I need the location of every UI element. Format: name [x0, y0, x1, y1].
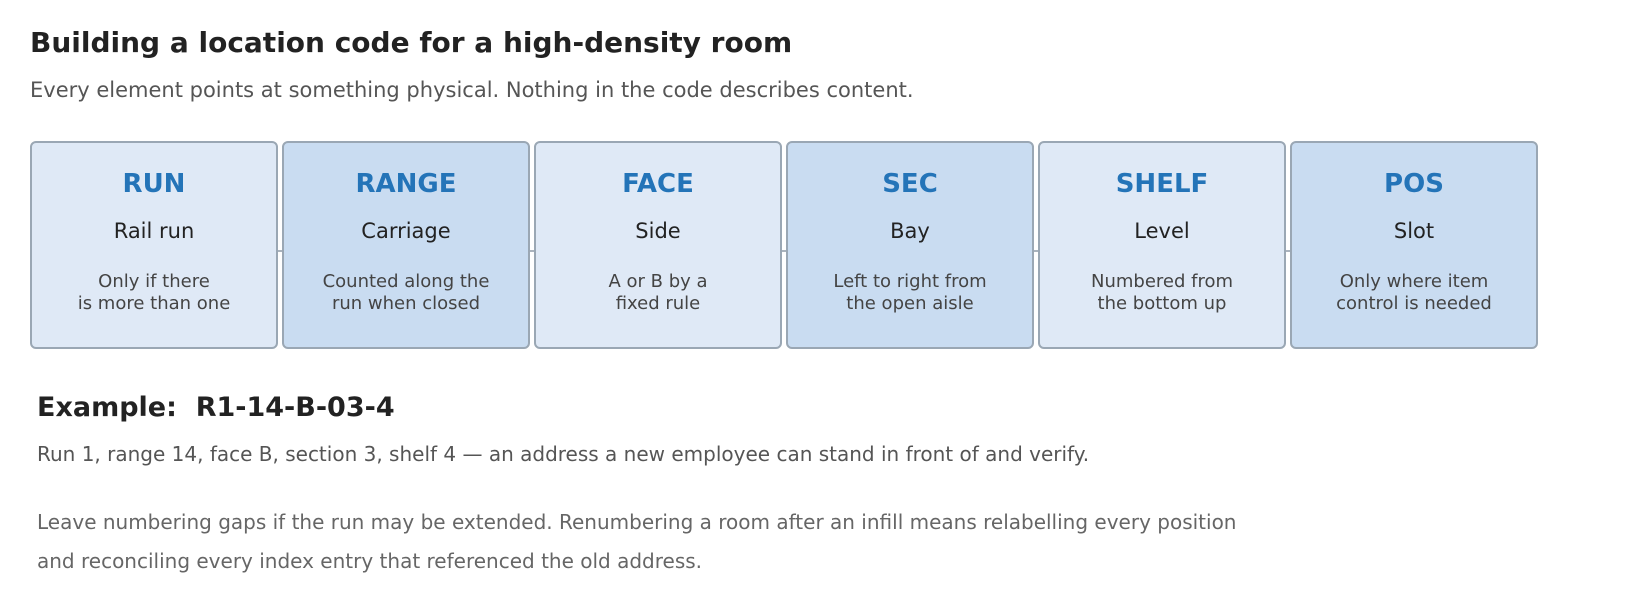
note-line: and reconciling every index entry that r…: [37, 549, 703, 573]
element-description: Numbered from the bottom up: [1090, 271, 1234, 314]
element-code: SHELF: [1115, 169, 1209, 199]
element-description: Only where item control is needed: [1336, 271, 1492, 314]
diagram-title: Building a location code for a high-dens…: [30, 26, 793, 59]
element-code: POS: [1384, 169, 1444, 199]
element-name: Slot: [1393, 219, 1435, 243]
element-card-range: RANGE Carriage Counted along the run whe…: [282, 141, 530, 349]
element-name: Bay: [890, 219, 930, 243]
element-code: SEC: [882, 169, 938, 199]
element-card-face: FACE Side A or B by a fixed rule: [534, 141, 782, 349]
element-card-run: RUN Rail run Only if there is more than …: [30, 141, 278, 349]
element-card-shelf: SHELF Level Numbered from the bottom up: [1038, 141, 1286, 349]
element-card-pos: POS Slot Only where item control is need…: [1290, 141, 1538, 349]
element-code: RUN: [122, 169, 186, 199]
element-card-sec: SEC Bay Left to right from the open aisl…: [786, 141, 1034, 349]
element-name: Level: [1134, 219, 1190, 243]
example-heading: Example: R1-14-B-03-4: [37, 392, 395, 423]
element-name: Rail run: [113, 219, 195, 243]
element-description: Counted along the run when closed: [322, 271, 490, 314]
example-description: Run 1, range 14, face B, section 3, shel…: [37, 442, 1090, 466]
diagram-subtitle: Every element points at something physic…: [30, 78, 914, 102]
element-name: Side: [635, 219, 681, 243]
element-description: A or B by a fixed rule: [608, 271, 708, 314]
element-description: Only if there is more than one: [77, 271, 231, 314]
element-description: Left to right from the open aisle: [833, 271, 987, 314]
note-line: Leave numbering gaps if the run may be e…: [37, 510, 1237, 534]
element-name: Carriage: [361, 219, 451, 243]
location-code-elements: RUN Rail run Only if there is more than …: [30, 141, 1602, 351]
element-code: RANGE: [355, 169, 457, 199]
numbering-note: Leave numbering gaps if the run may be e…: [37, 503, 1437, 581]
element-code: FACE: [622, 169, 694, 199]
